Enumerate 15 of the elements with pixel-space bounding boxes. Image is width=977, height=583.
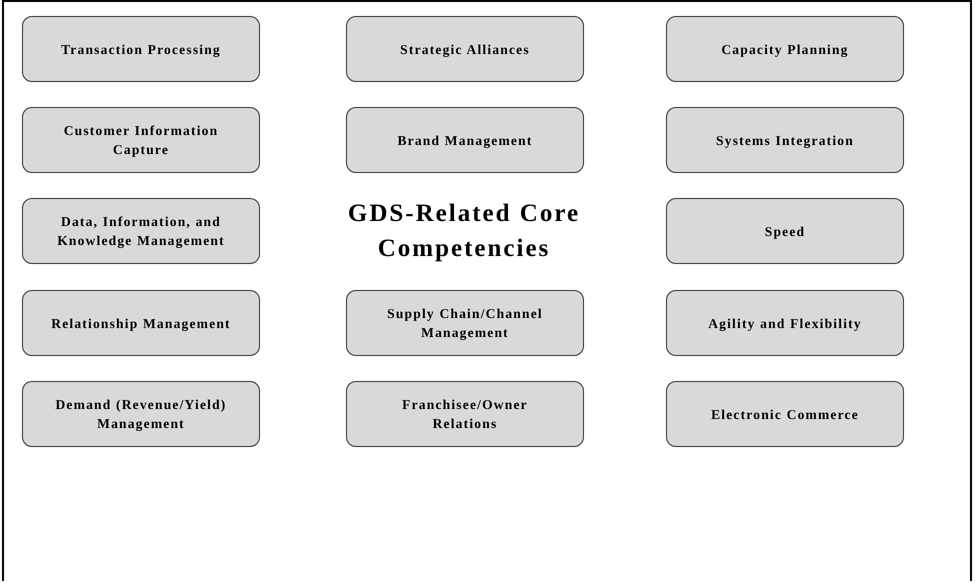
competency-box: Brand Management	[346, 107, 584, 173]
competency-box: Agility and Flexibility	[666, 290, 904, 356]
competency-box: Strategic Alliances	[346, 16, 584, 82]
competency-box: Franchisee/Owner Relations	[346, 381, 584, 447]
competency-box: Speed	[666, 198, 904, 264]
competency-box: Transaction Processing	[22, 16, 260, 82]
competency-box: Customer Information Capture	[22, 107, 260, 173]
competency-box: Systems Integration	[666, 107, 904, 173]
competency-box: Data, Information, and Knowledge Management	[22, 198, 260, 264]
competency-box: Supply Chain/Channel Management	[346, 290, 584, 356]
competency-box: Demand (Revenue/Yield) Management	[22, 381, 260, 447]
competency-box: Capacity Planning	[666, 16, 904, 82]
competency-box: Electronic Commerce	[666, 381, 904, 447]
title: GDS-Related Core Competencies	[346, 199, 582, 264]
competency-box: Relationship Management	[22, 290, 260, 356]
